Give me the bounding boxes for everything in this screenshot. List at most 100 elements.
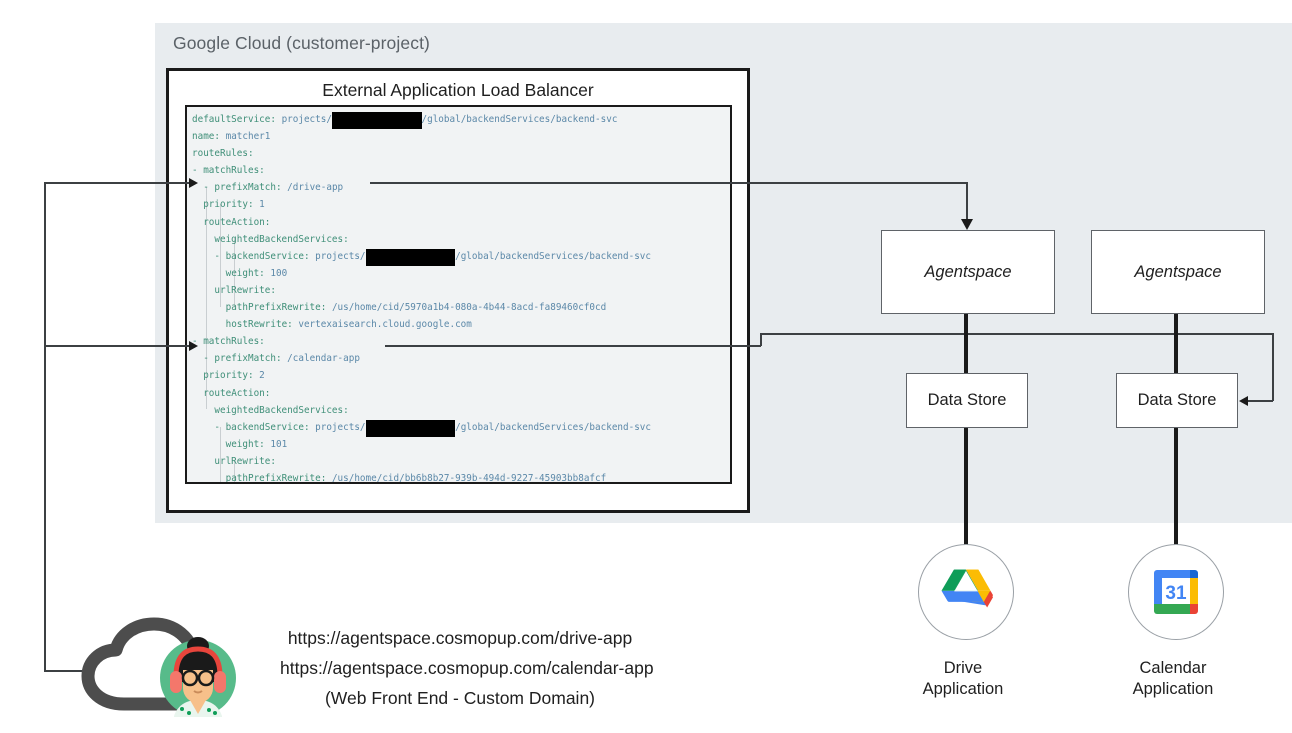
yaml-line: - prefixMatch: /calendar-app xyxy=(192,350,651,367)
yaml-line: name: matcher1 xyxy=(192,128,651,145)
yaml-value: projects/ xyxy=(309,250,366,262)
redacted-project-id: PROJECT-REDACTED xyxy=(331,112,422,130)
web-front-end-icon[interactable] xyxy=(78,616,278,728)
yaml-value: /global/backendServices/backend-svc xyxy=(455,421,651,433)
yaml-line: - backendService: projects/PROJECT-REDAC… xyxy=(192,419,651,437)
yaml-value: projects/ xyxy=(309,421,366,433)
yaml-line: - matchRules: xyxy=(192,162,651,179)
yaml-line: routeAction: xyxy=(192,385,651,402)
yaml-key: urlRewrite: xyxy=(214,455,276,467)
yaml-key: weightedBackendServices: xyxy=(214,233,349,245)
yaml-line: urlRewrite: xyxy=(192,453,651,470)
yaml-value: projects/ xyxy=(275,114,332,125)
yaml-key: routeAction: xyxy=(203,387,271,399)
yaml-value: 2 xyxy=(253,370,265,382)
indent-guide xyxy=(220,427,221,482)
indent-guide xyxy=(234,461,235,482)
yaml-line: pathPrefixRewrite: /us/home/cid/5970a1b4… xyxy=(192,299,651,316)
indent-guide xyxy=(220,204,221,307)
yaml-value: /us/home/cid/bb6b8b27-939b-494d-9227-459… xyxy=(326,472,607,484)
node-datastore-calendar-label: Data Store xyxy=(1137,391,1217,409)
yaml-key: defaultService: xyxy=(192,114,276,125)
arrow-into-agentspace-drive xyxy=(961,219,973,230)
yaml-line: priority: 2 xyxy=(192,367,651,384)
yaml-value: vertexaisearch.cloud.google.com xyxy=(292,319,472,331)
node-agentspace-drive-label: Agentspace xyxy=(924,262,1012,281)
front-end-url-block: https://agentspace.cosmopup.com/drive-ap… xyxy=(280,623,654,713)
indent-guide xyxy=(206,187,207,409)
yaml-key: routeAction: xyxy=(203,216,271,228)
yaml-key: weightedBackendServices: xyxy=(214,404,349,416)
connector-calendar-down xyxy=(1272,333,1274,401)
yaml-value: /global/backendServices/backend-svc xyxy=(455,250,651,262)
google-drive-icon xyxy=(941,569,993,608)
link-agentspace-drive-to-datastore xyxy=(964,314,969,374)
yaml-value: /global/backendServices/backend-svc xyxy=(421,114,618,125)
yaml-line: weightedBackendServices: xyxy=(192,402,651,419)
yaml-code: defaultService: projects/PROJECT-REDACTE… xyxy=(192,111,651,484)
yaml-key: - backendService: xyxy=(214,250,310,262)
yaml-value: /us/home/cid/5970a1b4-080a-4b44-8acd-fa8… xyxy=(326,302,607,314)
yaml-line: priority: 1 xyxy=(192,196,651,213)
node-agentspace-calendar[interactable]: Agentspace xyxy=(1091,230,1265,314)
yaml-key: - prefixMatch: xyxy=(203,353,282,365)
yaml-line: pathPrefixRewrite: /us/home/cid/bb6b8b27… xyxy=(192,470,651,484)
connector-frontend-trunk xyxy=(44,182,46,671)
redacted-project-id: PROJECT-REDACTED xyxy=(365,419,456,437)
front-end-caption: (Web Front End - Custom Domain) xyxy=(324,688,596,708)
google-calendar-app-circle[interactable]: 31 xyxy=(1128,544,1224,640)
arrow-into-datastore-calendar xyxy=(1239,396,1248,406)
load-balancer-title: External Application Load Balancer xyxy=(322,80,594,100)
yaml-key: - matchRules: xyxy=(192,165,265,177)
connector-calendar-east-1 xyxy=(385,345,761,347)
yaml-line: urlRewrite: xyxy=(192,282,651,299)
calendar-day-number: 31 xyxy=(1165,583,1187,604)
link-agentspace-calendar-to-datastore xyxy=(1174,314,1179,374)
drive-application-label-line2: Application xyxy=(922,680,1004,698)
yaml-key: pathPrefixRewrite: xyxy=(225,472,327,484)
drive-application-label: Drive Application xyxy=(883,658,1043,700)
connector-frontend-to-icon xyxy=(44,670,90,672)
yaml-line: routeAction: xyxy=(192,214,651,231)
yaml-key: weight: xyxy=(225,267,265,279)
yaml-key: - prefixMatch: xyxy=(203,182,282,194)
yaml-value: matcher1 xyxy=(220,131,271,143)
calendar-application-label: Calendar Application xyxy=(1093,658,1253,700)
connector-drive-to-agentspace xyxy=(370,182,968,184)
drive-application-label-line1: Drive xyxy=(943,659,983,677)
node-agentspace-drive[interactable]: Agentspace xyxy=(881,230,1055,314)
yaml-line: weightedBackendServices: xyxy=(192,231,651,248)
yaml-value: 100 xyxy=(264,267,288,279)
arrow-into-calendar-prefix xyxy=(189,341,198,351)
link-datastore-calendar-to-app xyxy=(1174,428,1179,545)
yaml-value: /calendar-app xyxy=(281,353,360,365)
calendar-application-label-line1: Calendar xyxy=(1139,659,1207,677)
yaml-line: defaultService: projects/PROJECT-REDACTE… xyxy=(192,111,651,130)
routing-config-yaml-box: defaultService: projects/PROJECT-REDACTE… xyxy=(185,105,732,484)
calendar-application-label-line2: Application xyxy=(1132,680,1214,698)
connector-to-drive-prefix xyxy=(44,182,190,184)
google-drive-app-circle[interactable] xyxy=(918,544,1014,640)
yaml-key: hostRewrite: xyxy=(225,319,293,331)
yaml-key: routeRules: xyxy=(192,148,254,160)
arrow-into-drive-prefix xyxy=(189,178,198,188)
indent-guide xyxy=(234,238,235,307)
node-datastore-calendar[interactable]: Data Store xyxy=(1116,373,1238,428)
yaml-line: weight: 100 xyxy=(192,265,651,282)
url-calendar-app[interactable]: https://agentspace.cosmopup.com/calendar… xyxy=(280,658,654,678)
yaml-line: - matchRules: xyxy=(192,333,651,350)
connector-drive-down xyxy=(966,182,968,224)
redacted-project-id: PROJECT-REDACTED xyxy=(365,248,456,266)
cloud-user-icon xyxy=(81,617,236,717)
yaml-value: /drive-app xyxy=(281,182,344,194)
yaml-key: pathPrefixRewrite: xyxy=(225,302,327,314)
yaml-line: routeRules: xyxy=(192,145,651,162)
connector-to-calendar-prefix xyxy=(44,345,190,347)
node-datastore-drive[interactable]: Data Store xyxy=(906,373,1028,428)
yaml-key: name: xyxy=(192,131,220,143)
url-drive-app[interactable]: https://agentspace.cosmopup.com/drive-ap… xyxy=(287,628,633,648)
node-agentspace-calendar-label: Agentspace xyxy=(1134,262,1222,281)
connector-calendar-east-2 xyxy=(760,333,1273,335)
connector-calendar-into-datastore xyxy=(1247,400,1273,402)
